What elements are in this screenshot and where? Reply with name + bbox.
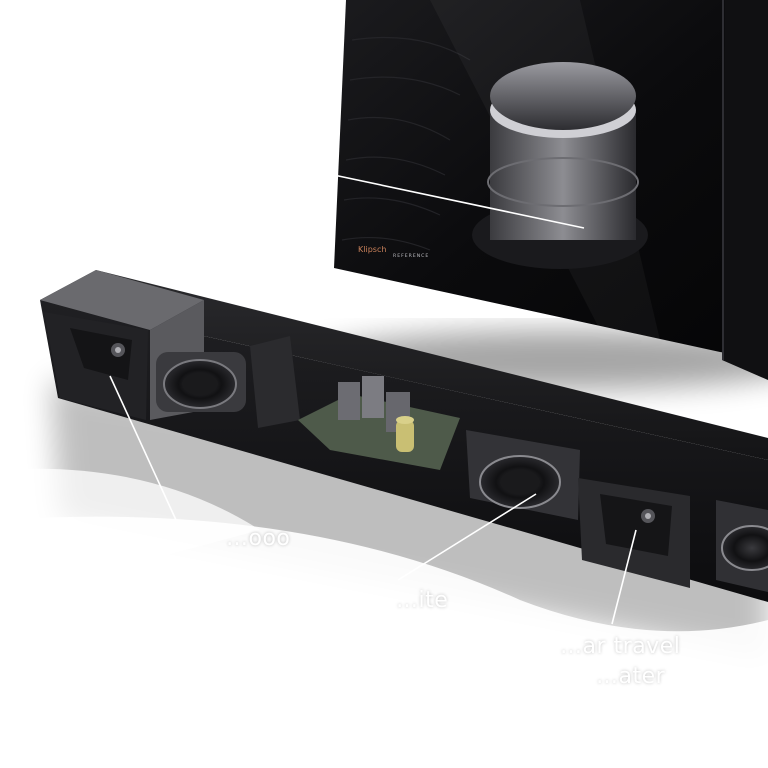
oval-driver-far-right [716, 500, 768, 592]
oval-driver-left [156, 336, 300, 428]
horn-tweeter-right [578, 478, 690, 588]
callout-label-4: …ater [596, 664, 666, 689]
horn-tweeter-left [44, 312, 148, 420]
oval-driver-right [466, 430, 580, 520]
callout-lines [109, 169, 637, 625]
callout-line-tweeter-right [611, 529, 637, 625]
callout-label-2: …ite [396, 588, 449, 613]
brand-logo: Klipsch [358, 245, 386, 254]
callout-label-3: …ar travel [560, 634, 681, 659]
callout-line-tweeter-left [109, 375, 177, 521]
callout-line-woofer [309, 169, 585, 229]
subwoofer-cabinet: Klipsch REFERENCE [310, 0, 768, 390]
callout-line-driver-right [397, 493, 537, 581]
brand-logo-suffix: REFERENCE [393, 253, 429, 259]
callout-label-1: …ooo [226, 526, 291, 551]
amplifier-board [298, 376, 460, 470]
